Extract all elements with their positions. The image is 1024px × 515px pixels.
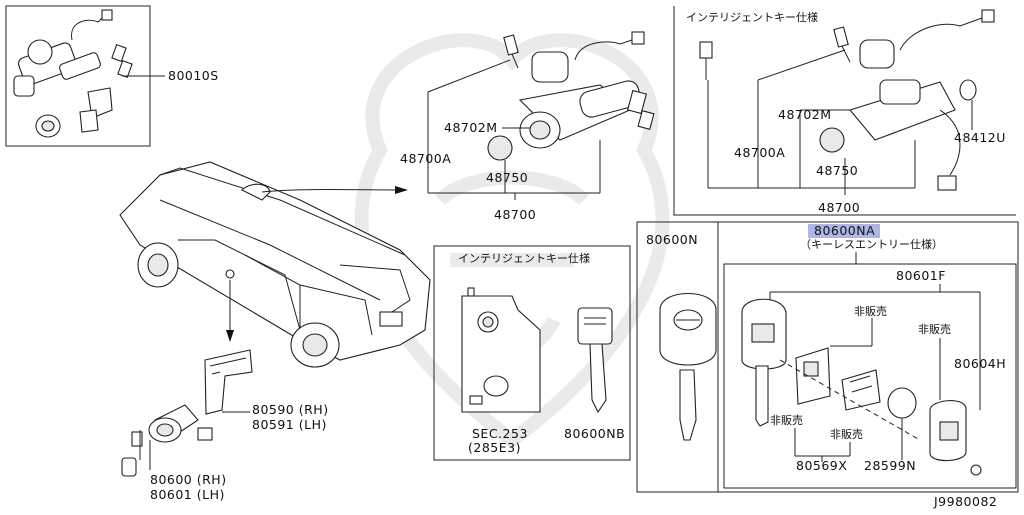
label-48700a-right: 48700A (734, 145, 785, 160)
left-leader-lines (427, 59, 601, 200)
kit-80010s-parts (13, 9, 133, 138)
intelligent-key-box-top (673, 6, 1016, 216)
label-48700a-left: 48700A (400, 151, 451, 166)
label-80604h: 80604H (954, 356, 1006, 371)
arrowhead-ignition (395, 186, 408, 194)
note-keyless-entry: （キーレスエントリー仕様） (800, 237, 943, 251)
diagram-id: J9980082 (933, 494, 997, 509)
label-48702m-right: 48702M (778, 107, 832, 122)
note-not-sold-2: 非販売 (918, 323, 951, 336)
label-80591: 80591 (LH) (252, 417, 327, 432)
arrowhead-door-lock (226, 330, 234, 342)
label-80601: 80601 (LH) (150, 487, 225, 502)
note-not-sold-3: 非販売 (770, 414, 803, 427)
label-48750-right: 48750 (816, 163, 858, 178)
label-48412u: 48412U (954, 130, 1006, 145)
note-not-sold-1: 非販売 (854, 305, 887, 318)
highlight-80600na (808, 224, 880, 238)
key-box-bottom-right (636, 221, 1019, 493)
label-80569x: 80569X (796, 458, 847, 473)
label-80600nb: 80600NB (564, 426, 625, 441)
note-intelligent-key-mid: インテリジェントキー仕様 (458, 251, 590, 265)
label-48700-right: 48700 (818, 200, 860, 215)
label-48700-left: 48700 (494, 207, 536, 222)
label-sec253: SEC.253 (472, 426, 528, 441)
label-48702m-left: 48702M (444, 120, 498, 135)
label-80600na: 80600NA (814, 223, 875, 238)
label-80010s: 80010S (168, 68, 219, 83)
label-28599n: 28599N (864, 458, 916, 473)
right-leader-lines (707, 49, 973, 195)
intelligent-key-box-mid (433, 245, 631, 461)
arrow-to-ignition (261, 189, 396, 193)
ignition-switch-right (699, 9, 995, 191)
ignition-switch-left (487, 31, 655, 161)
door-lock-parts (121, 349, 253, 477)
note-not-sold-4: 非販売 (830, 428, 863, 441)
label-80600n: 80600N (646, 232, 698, 247)
label-80600: 80600 (RH) (150, 472, 227, 487)
keyless-entry-inner-box (723, 263, 1017, 489)
keyless-key-parts (741, 298, 982, 476)
intelligent-key-fob (461, 287, 613, 414)
label-80590: 80590 (RH) (252, 402, 329, 417)
note-intelligent-key-top: インテリジェントキー仕様 (686, 10, 818, 24)
vehicle-illustration (119, 161, 431, 368)
label-80601f: 80601F (896, 268, 946, 283)
label-285e3: (285E3) (468, 440, 521, 455)
label-48750-left: 48750 (486, 170, 528, 185)
master-key-80600n (659, 292, 717, 441)
